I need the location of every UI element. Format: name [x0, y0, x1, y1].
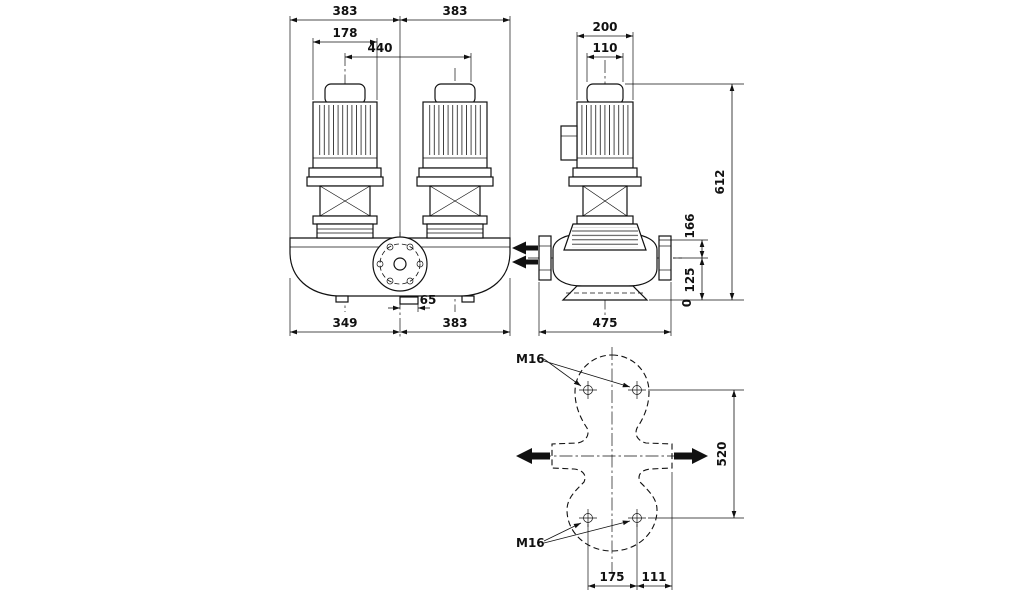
motor-side	[560, 83, 642, 225]
port-flange-left	[538, 235, 552, 281]
bolt-labels: M16 M16	[516, 352, 631, 550]
terminal-box	[560, 125, 578, 161]
motor-front-left	[306, 83, 384, 239]
dim-width-left: 383	[332, 4, 357, 18]
motor-front-right	[416, 83, 494, 239]
bolt-thread-label-bottom: M16	[516, 536, 545, 550]
footprint-outline	[551, 354, 673, 552]
dim-motor-width: 178	[332, 26, 357, 40]
flow-arrow-in-icon	[512, 255, 538, 269]
port-flange-right	[658, 235, 672, 281]
dim-total-height: 612	[713, 169, 727, 194]
dim-edge-offset: 111	[641, 570, 666, 584]
base-foot	[561, 285, 649, 301]
plan-right-dimension: 520	[648, 389, 744, 519]
plan-bottom-dimensions: 175 111	[587, 472, 673, 590]
drain-boss-right	[461, 295, 475, 303]
front-top-dimensions: 383 383 178 440	[289, 4, 511, 238]
flow-arrow-right-icon	[674, 448, 708, 464]
dim-baseline: 0	[680, 299, 694, 307]
bolt-holes	[579, 381, 646, 527]
dim-port-height: 125	[683, 267, 697, 292]
dim-motor-depth: 200	[592, 20, 617, 34]
dim-base-left: 349	[332, 316, 357, 330]
dim-width-right: 383	[442, 4, 467, 18]
dim-center-span: 440	[367, 41, 392, 55]
dim-base-right: 383	[442, 316, 467, 330]
dim-drain-offset: 65	[420, 293, 437, 307]
drain-boss-center	[399, 296, 419, 305]
pump-side	[538, 223, 672, 301]
side-bottom-dimension: 475	[538, 282, 672, 336]
dim-bolt-span-vertical: 520	[715, 441, 729, 466]
dim-length: 475	[592, 316, 617, 330]
front-view: 383 383 178 440 65 349 383	[289, 4, 511, 338]
dim-bolt-spacing: 175	[599, 570, 624, 584]
flow-arrow-out-icon	[512, 241, 538, 255]
side-top-dimensions: 200 110	[576, 20, 634, 100]
drain-boss-left	[335, 295, 349, 303]
side-height-dimensions: 125 166 0 612	[625, 83, 744, 307]
side-view: 200 110 475 125 166 0 612	[512, 20, 744, 336]
dim-mid-height: 166	[683, 213, 697, 238]
flow-arrow-left-icon	[516, 448, 550, 464]
front-bottom-dimensions: 65 349 383	[289, 278, 511, 336]
dim-cap-width: 110	[592, 41, 617, 55]
bolt-thread-label-top: M16	[516, 352, 545, 366]
center-blind-flange	[372, 236, 428, 292]
plan-view: M16 M16 520 175 111	[516, 347, 744, 590]
